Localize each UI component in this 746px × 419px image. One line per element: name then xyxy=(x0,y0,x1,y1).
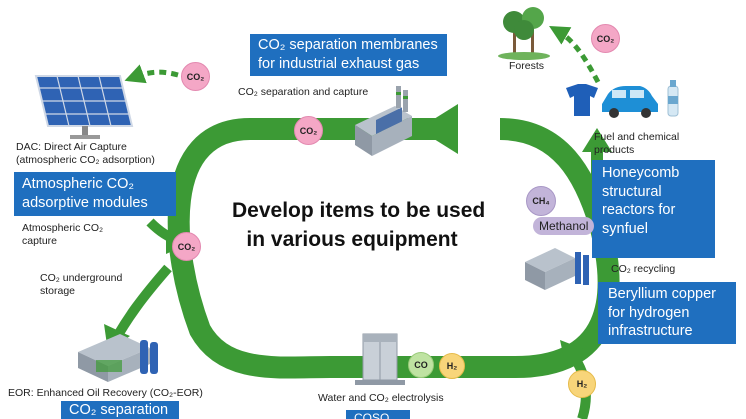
membranes-line2: for industrial exhaust gas xyxy=(258,56,420,72)
bottle-icon xyxy=(667,80,679,117)
main-title-line1: Develop items to be used xyxy=(232,199,486,222)
honeycomb-line2: structural xyxy=(602,183,662,200)
co2-bubble-forest: CO₂ xyxy=(591,24,620,53)
main-title-line2: in various equipment xyxy=(246,228,458,251)
label-dac-line1: DAC: Direct Air Capture xyxy=(16,141,127,153)
label-recycling: CO₂ recycling xyxy=(611,263,676,275)
honeycomb-line4: synfuel xyxy=(602,220,648,237)
beryllium-line3: infrastructure xyxy=(608,323,693,339)
cycle-loop-arrow xyxy=(167,118,620,379)
forest-dashed-arrow xyxy=(549,26,601,84)
co2-bubble-top: CO₂ xyxy=(294,116,323,145)
adsorptive-line2: adsorptive modules xyxy=(22,195,148,211)
factory-top-icon xyxy=(355,86,412,156)
co2-bubble-dac: CO₂ xyxy=(181,62,210,91)
car-icon xyxy=(602,86,658,118)
top-arrowhead xyxy=(418,104,458,154)
label-electrolysis: Water and CO₂ electrolysis xyxy=(318,392,444,404)
separation-box-cut: CO₂ separation xyxy=(61,401,179,419)
beryllium-box: Beryllium copper for hydrogen infrastruc… xyxy=(598,282,736,344)
honeycomb-line1: Honeycomb xyxy=(602,165,680,181)
honeycomb-line3: reactors for xyxy=(602,202,676,218)
ch4-bubble: CH₄ xyxy=(526,186,556,216)
membranes-line1: CO₂ separation membranes xyxy=(258,37,438,53)
beryllium-line1: Beryllium copper xyxy=(608,286,716,302)
underground-arrow xyxy=(113,264,172,338)
methanol-badge: Methanol xyxy=(533,217,595,235)
shirt-icon xyxy=(566,84,598,116)
co2-bubble-left: CO₂ xyxy=(172,232,201,261)
solar-panel-icon xyxy=(34,75,134,139)
adsorptive-box: Atmospheric CO₂ adsorptive modules xyxy=(14,172,176,216)
h2-bubble-bottom: H₂ xyxy=(568,370,596,398)
beryllium-line2: for hydrogen xyxy=(608,304,690,321)
h2-bubble-loop: H₂ xyxy=(439,353,465,379)
honeycomb-box: Honeycomb structural reactors for synfue… xyxy=(592,160,715,258)
label-atm-capture-line1: Atmospheric CO₂ xyxy=(22,222,104,234)
membranes-box: CO₂ separation membranes for industrial … xyxy=(250,34,447,76)
label-eor: EOR: Enhanced Oil Recovery (CO₂-EOR) xyxy=(8,387,203,399)
label-fuel-line2: products xyxy=(594,144,635,156)
adsorptive-line1: Atmospheric CO₂ xyxy=(22,176,134,192)
dac-dashed-arrow xyxy=(124,64,179,84)
label-underground-line2: storage xyxy=(40,285,76,297)
co-bubble: CO xyxy=(408,352,434,378)
recycling-plant-icon xyxy=(525,248,589,290)
label-separation-capture: CO₂ separation and capture xyxy=(238,86,369,98)
eor-facility-icon xyxy=(78,334,158,382)
electrolysis-tank-icon xyxy=(355,333,405,385)
label-atm-capture-line2: capture xyxy=(22,235,58,247)
label-underground-line1: CO₂ underground xyxy=(40,272,123,284)
label-fuel-line1: Fuel and chemical xyxy=(594,131,680,143)
label-forests: Forests xyxy=(509,60,545,72)
forest-icon xyxy=(498,7,550,60)
bottom-box-cut: COSO xyxy=(346,410,410,419)
label-dac-line2: (atmospheric CO₂ adsorption) xyxy=(16,154,155,166)
